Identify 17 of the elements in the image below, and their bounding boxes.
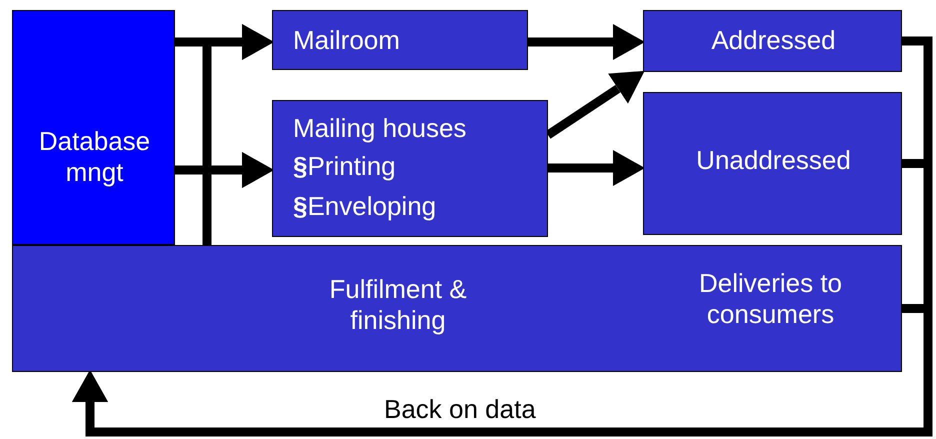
node-text: Deliveries to consumers bbox=[698, 268, 844, 330]
node-text: Fulfilment & finishing bbox=[328, 274, 468, 336]
process-box bbox=[272, 100, 548, 237]
arrow bbox=[528, 24, 645, 60]
arrow bbox=[548, 150, 645, 186]
process-box bbox=[643, 10, 902, 72]
process-box bbox=[12, 245, 902, 372]
node-text: Database mngt bbox=[38, 126, 152, 188]
process-box bbox=[643, 92, 902, 235]
process-box bbox=[12, 10, 175, 245]
node-text: Unaddressed bbox=[695, 145, 852, 176]
node-text: Mailroom bbox=[293, 25, 401, 56]
node-text: §Printing bbox=[293, 151, 397, 182]
node-text: Addressed bbox=[710, 25, 837, 56]
node-text: §Enveloping bbox=[293, 191, 438, 222]
node-text: Mailing houses bbox=[293, 113, 468, 144]
process-box bbox=[272, 10, 528, 70]
